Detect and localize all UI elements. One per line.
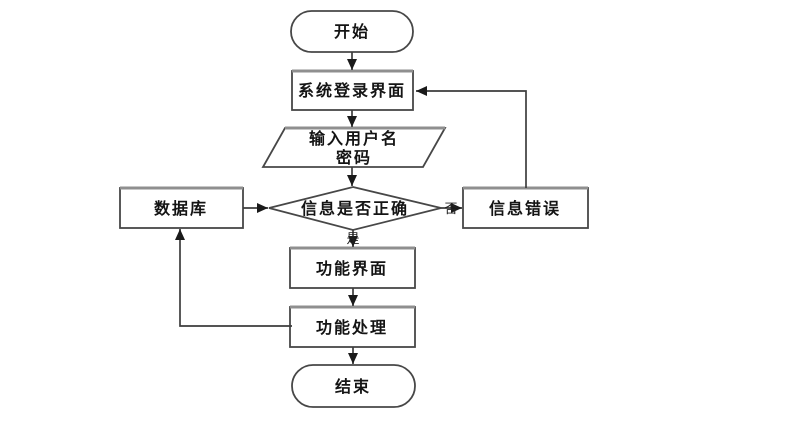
edge-label-no: 否: [444, 202, 457, 217]
node-function-process-process: [289, 306, 416, 348]
node-error-process: [462, 187, 589, 229]
edge-error-back-to-login: [416, 86, 527, 188]
login-label: 系统登录界面: [298, 81, 406, 100]
error-label: 信息错误: [489, 199, 561, 218]
start-label: 开始: [334, 22, 370, 41]
input-label-line1: 输入用户名: [309, 129, 399, 148]
node-end-terminator: [291, 364, 416, 408]
edge-function-process-to-database: [175, 229, 292, 327]
decision-label: 信息是否正确: [301, 199, 409, 218]
function-ui-label: 功能界面: [316, 259, 388, 278]
end-label: 结束: [334, 377, 371, 396]
edge-label-yes: 是: [346, 232, 359, 247]
function-process-label: 功能处理: [316, 318, 388, 337]
input-label-line2: 密码: [335, 148, 372, 167]
node-login-process: [291, 70, 414, 111]
database-label: 数据库: [154, 199, 208, 218]
